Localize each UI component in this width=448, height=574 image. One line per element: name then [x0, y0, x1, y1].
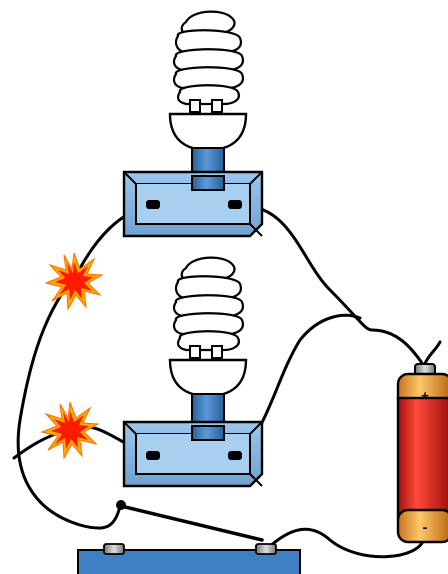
lightbulb-icon [168, 10, 248, 152]
battery-negative-sign: - [423, 519, 428, 535]
lightbulb-icon [168, 256, 248, 398]
lightbulb-top [168, 10, 248, 191]
battery-body [396, 396, 448, 520]
spark-icon [40, 401, 100, 460]
terminal-left [146, 451, 160, 460]
socket-top [122, 170, 264, 238]
wire-top-socket-to-battery [232, 204, 426, 368]
battery-icon: + - [396, 363, 448, 544]
battery-positive-sign: + [421, 388, 429, 403]
switch-pivot [116, 500, 126, 510]
lightbulb-lower [168, 256, 248, 441]
socket-lower [122, 420, 264, 488]
switch-lever [119, 504, 264, 542]
switch-icon [77, 500, 301, 574]
terminal-left [146, 200, 160, 209]
wire-top-socket-to-left [16, 204, 154, 530]
battery-cap-bottom [396, 508, 448, 544]
spark-icon [44, 252, 104, 311]
wire-battery-top-curl [422, 340, 442, 368]
terminal-right [228, 200, 242, 209]
wire-battery-to-switch [266, 527, 426, 559]
terminal-right [228, 451, 242, 460]
switch-stud-left [103, 543, 125, 555]
switch-stud-right [255, 543, 277, 555]
